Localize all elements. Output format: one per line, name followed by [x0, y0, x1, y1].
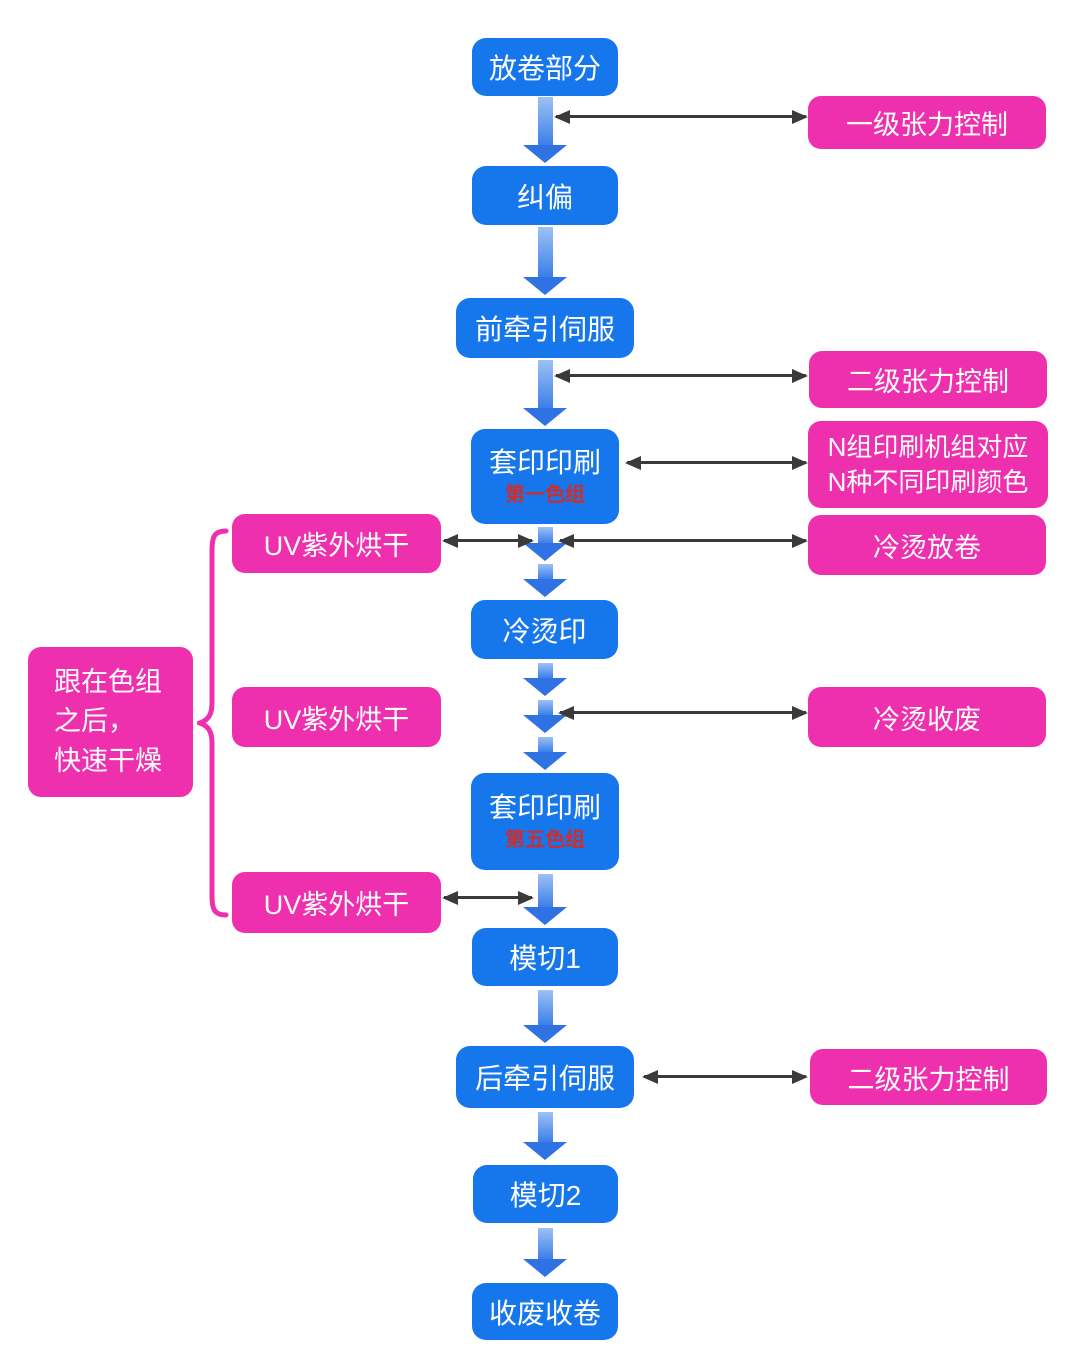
arrow-shaft [537, 663, 553, 678]
link-arrow-tension-level-2-upper [554, 368, 808, 383]
link-arrow-tension-level-1 [554, 109, 808, 124]
flow-node-front-traction-servo: 前牵引伺服 [456, 298, 634, 358]
arrow-shaft [537, 700, 553, 715]
arrow-head [523, 715, 567, 733]
arrow-head [523, 678, 567, 696]
flow-node-overprint-fifth-color-group: 第五色组 [505, 828, 585, 851]
arrow-shaft [537, 737, 553, 752]
flow-down-arrow [523, 527, 567, 561]
flow-node-web-correction: 纠偏 [472, 166, 618, 225]
arrow-head [523, 1259, 567, 1277]
note-uv-dry-1: UV紫外烘干 [232, 514, 441, 573]
arrow-shaft [537, 227, 553, 277]
arrow-head [523, 543, 567, 561]
flow-down-arrow [523, 564, 567, 597]
arrow-head [523, 145, 567, 163]
flow-node-overprint-first: 套印印刷 第一色组 [471, 429, 619, 524]
note-cold-foil-waste: 冷烫收废 [808, 687, 1046, 747]
link-arrow-uv-dry-1 [442, 533, 534, 548]
arrow-head [523, 907, 567, 925]
arrow-shaft [537, 97, 553, 145]
flow-node-unwind: 放卷部分 [472, 38, 618, 96]
arrow-head [523, 752, 567, 770]
flow-down-arrow [523, 663, 567, 696]
note-tension-level-2-lower: 二级张力控制 [810, 1049, 1047, 1105]
note-uv-dry-3: UV紫外烘干 [232, 872, 441, 933]
arrow-shaft [537, 990, 553, 1025]
flow-down-arrow [523, 737, 567, 770]
flow-node-overprint-first-label: 套印印刷 [488, 446, 601, 478]
curly-brace [197, 528, 229, 918]
link-arrow-tension-level-2-lower [642, 1069, 808, 1084]
arrow-shaft [537, 1228, 553, 1259]
flow-node-cold-foil-print: 冷烫印 [471, 600, 618, 659]
note-tension-level-1: 一级张力控制 [808, 96, 1046, 149]
flow-down-arrow [523, 990, 567, 1043]
note-uv-dry-2: UV紫外烘干 [232, 687, 441, 747]
link-arrow-cold-foil-waste [558, 705, 808, 720]
flow-node-overprint-fifth: 套印印刷 第五色组 [471, 773, 619, 870]
flow-node-die-cut-2: 模切2 [473, 1165, 618, 1223]
flow-down-arrow [523, 227, 567, 295]
arrow-head [523, 408, 567, 426]
arrow-shaft [537, 360, 553, 408]
note-n-print-groups: N组印刷机组对应 N种不同印刷颜色 [808, 421, 1048, 508]
flow-down-arrow [523, 700, 567, 733]
flow-down-arrow [523, 1112, 567, 1160]
flow-down-arrow [523, 97, 567, 163]
arrow-shaft [537, 874, 553, 907]
arrow-shaft [537, 527, 553, 543]
link-arrow-cold-foil-unwind [558, 533, 808, 548]
flow-node-waste-rewind: 收废收卷 [472, 1283, 618, 1340]
note-follow-color-group: 跟在色组 之后， 快速干燥 [28, 647, 193, 797]
arrow-shaft [537, 1112, 553, 1142]
arrow-head [523, 1142, 567, 1160]
flow-node-overprint-first-color-group: 第一色组 [505, 483, 585, 506]
arrow-head [523, 277, 567, 295]
arrow-head [523, 1025, 567, 1043]
link-arrow-n-print-groups [625, 455, 808, 470]
flow-down-arrow [523, 1228, 567, 1277]
arrow-shaft [537, 564, 553, 579]
flow-node-die-cut-1: 模切1 [472, 928, 618, 986]
link-arrow-uv-dry-3 [442, 890, 534, 905]
flow-down-arrow [523, 874, 567, 925]
note-cold-foil-unwind: 冷烫放卷 [808, 515, 1046, 575]
flow-down-arrow [523, 360, 567, 426]
note-tension-level-2-upper: 二级张力控制 [809, 351, 1047, 408]
flow-node-overprint-fifth-label: 套印印刷 [488, 791, 601, 823]
arrow-head [523, 579, 567, 597]
flow-node-rear-traction-servo: 后牵引伺服 [456, 1046, 634, 1108]
